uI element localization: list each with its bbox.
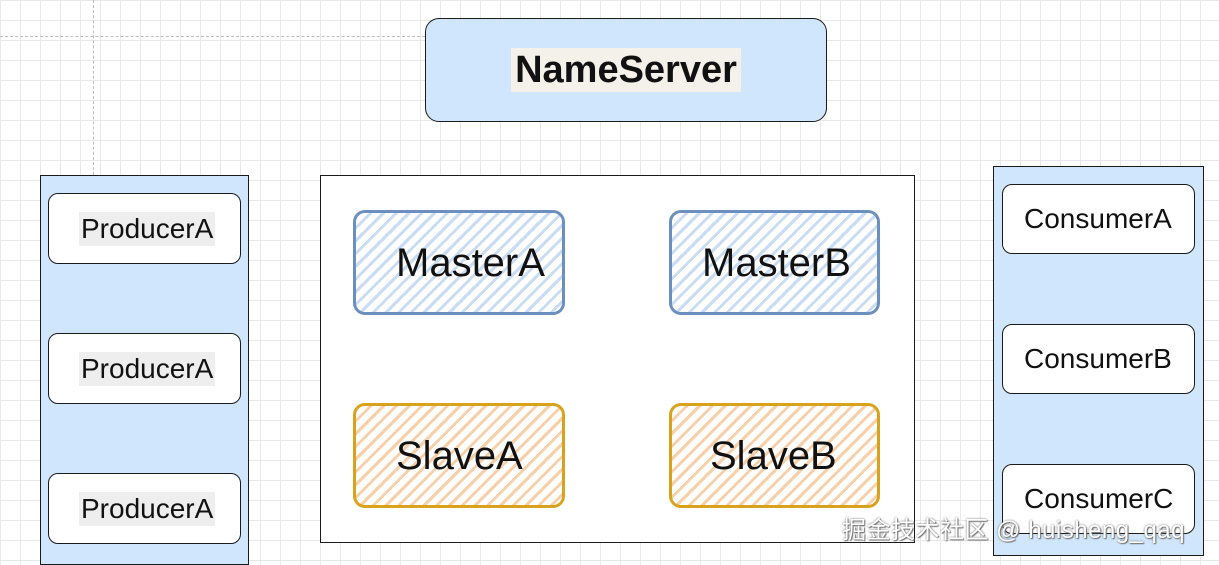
master-b-node[interactable]: MasterB xyxy=(669,210,880,315)
watermark-text: 掘金技术社区 @ huisheng_qaq xyxy=(842,517,1186,544)
consumer-label: ConsumerC xyxy=(1024,483,1174,514)
producer-label: ProducerA xyxy=(79,491,216,526)
slave-b-node[interactable]: SlaveB xyxy=(669,403,880,508)
consumer-node[interactable]: ConsumerA xyxy=(1002,184,1195,254)
consumer-label: ConsumerB xyxy=(1024,343,1172,374)
master-b-label: MasterB xyxy=(702,240,851,285)
master-a-label: MasterA xyxy=(396,240,545,285)
master-a-node[interactable]: MasterA xyxy=(353,210,565,315)
producer-label: ProducerA xyxy=(79,211,216,246)
nameserver-label: NameServer xyxy=(511,48,741,92)
consumer-node[interactable]: ConsumerB xyxy=(1002,324,1195,394)
producer-node[interactable]: ProducerA xyxy=(48,473,241,544)
producer-node[interactable]: ProducerA xyxy=(48,193,241,264)
slave-a-node[interactable]: SlaveA xyxy=(353,403,565,508)
slave-a-label: SlaveA xyxy=(396,433,523,478)
canvas-guide-vertical xyxy=(93,0,94,175)
consumer-node[interactable]: ConsumerC xyxy=(1002,464,1195,534)
producer-node[interactable]: ProducerA xyxy=(48,333,241,404)
nameserver-node[interactable]: NameServer xyxy=(425,18,827,122)
slave-b-label: SlaveB xyxy=(710,433,837,478)
producer-label: ProducerA xyxy=(79,351,216,386)
canvas-guide-horizontal xyxy=(0,36,425,37)
consumer-label: ConsumerA xyxy=(1024,203,1172,234)
